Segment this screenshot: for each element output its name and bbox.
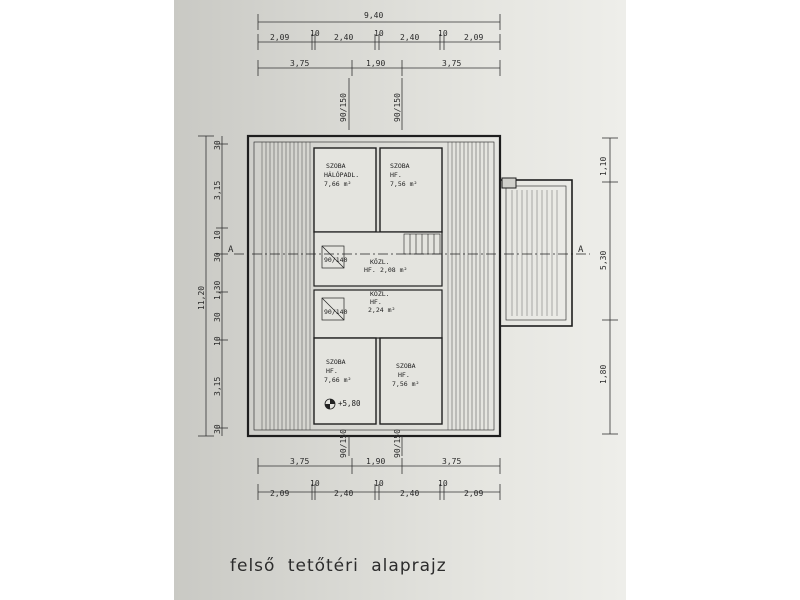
room-sub: HF. bbox=[398, 371, 410, 379]
ceiling-hatches bbox=[321, 245, 345, 321]
room-sub: HF. bbox=[390, 171, 402, 179]
room-area: 7,66 m² bbox=[324, 180, 351, 188]
left-margin bbox=[0, 0, 174, 600]
dim-top-segments: 2,09 10 2,40 10 2,40 10 2,09 bbox=[270, 29, 483, 42]
dim-bottom-main-seg: 3,75 bbox=[290, 457, 309, 466]
room-name: SZOBA bbox=[326, 162, 346, 170]
dim-bottom-seg: 10 bbox=[310, 479, 320, 488]
dim-right-seg: 1,10 bbox=[599, 157, 608, 176]
room-area: 2,24 m² bbox=[368, 306, 395, 314]
upper-hatch-label: 90/140 bbox=[324, 256, 348, 264]
section-marker-right: A bbox=[578, 245, 584, 255]
lower-hatch-label: 90/140 bbox=[324, 308, 348, 316]
dim-top-seg: 10 bbox=[438, 29, 448, 38]
left-dimension-chain bbox=[198, 135, 228, 437]
dim-bottom-seg: 2,09 bbox=[464, 489, 483, 498]
dim-left-seg: 3,15 bbox=[213, 377, 222, 396]
roof-hatching-right bbox=[447, 142, 489, 430]
dim-left-seg: 30 bbox=[213, 424, 222, 434]
dim-left-segments: 30 3,15 10 30 1,30 30 10 3,15 30 bbox=[213, 140, 222, 434]
dim-top-seg: 2,09 bbox=[270, 33, 289, 42]
room-name: KÖZL. bbox=[370, 289, 390, 298]
dim-top-main: 3,75 1,90 3,75 bbox=[290, 59, 461, 68]
interior-walls bbox=[313, 147, 517, 425]
dim-top-main-seg: 1,90 bbox=[366, 59, 385, 68]
dim-right-seg: 1,80 bbox=[599, 365, 608, 384]
drawing-caption: felső tetőtéri alaprajz bbox=[230, 556, 447, 576]
dim-bottom-seg: 2,09 bbox=[270, 489, 289, 498]
room-area: 2,08 m² bbox=[380, 266, 407, 274]
level-marker: +5,80 bbox=[324, 398, 361, 410]
roof-hatching-dormer bbox=[511, 190, 558, 316]
top-dimension-chain bbox=[257, 14, 501, 130]
dim-bottom-seg: 2,40 bbox=[400, 489, 419, 498]
room-name: SZOBA bbox=[326, 358, 346, 366]
room-area: 7,56 m² bbox=[392, 380, 419, 388]
paper-sheet: 9,40 2,09 10 2,40 10 2,40 10 2,09 3,75 1… bbox=[174, 0, 626, 600]
dim-left-seg: 3,15 bbox=[213, 181, 222, 200]
room-sub: HF. bbox=[326, 367, 338, 375]
dim-bottom-segments: 2,09 10 2,40 10 2,40 10 2,09 bbox=[270, 479, 483, 498]
roof-hatching-left bbox=[261, 142, 311, 430]
dim-bottom-main: 3,75 1,90 3,75 bbox=[290, 457, 461, 466]
room-name: KÖZL. bbox=[370, 257, 390, 266]
dim-top-opening: 90/150 bbox=[339, 93, 348, 122]
room-name: SZOBA bbox=[390, 162, 410, 170]
dim-top-seg: 2,09 bbox=[464, 33, 483, 42]
building-walls bbox=[246, 134, 573, 438]
dim-left-seg: 1,30 bbox=[213, 281, 222, 300]
room-sub: HF. bbox=[364, 266, 376, 274]
bottom-dimension-chain bbox=[257, 436, 501, 500]
dim-bottom-seg: 2,40 bbox=[334, 489, 353, 498]
room-area: 7,66 m² bbox=[324, 376, 351, 384]
right-margin bbox=[626, 0, 800, 600]
room-labels: SZOBA HÁLÓPADL. 7,66 m² SZOBA HF. 7,56 m… bbox=[324, 162, 419, 388]
dim-bottom-seg: 10 bbox=[438, 479, 448, 488]
dim-left-seg: 10 bbox=[213, 336, 222, 346]
dim-bottom-main-seg: 1,90 bbox=[366, 457, 385, 466]
room-name: SZOBA bbox=[396, 362, 416, 370]
level-text: +5,80 bbox=[338, 399, 361, 408]
dim-top-main-seg: 3,75 bbox=[442, 59, 461, 68]
dim-top-seg: 2,40 bbox=[334, 33, 353, 42]
dim-top-seg: 2,40 bbox=[400, 33, 419, 42]
section-marker-left: A bbox=[228, 245, 234, 255]
dim-bottom-seg: 10 bbox=[374, 479, 384, 488]
dim-left-seg: 30 bbox=[213, 312, 222, 322]
right-dimension-chain bbox=[602, 137, 618, 435]
dim-left-seg: 10 bbox=[213, 230, 222, 240]
dim-top-main-seg: 3,75 bbox=[290, 59, 309, 68]
floor-plan-drawing: 9,40 2,09 10 2,40 10 2,40 10 2,09 3,75 1… bbox=[197, 11, 618, 500]
dim-left-seg: 30 bbox=[213, 140, 222, 150]
dim-top-seg: 10 bbox=[374, 29, 384, 38]
dim-bottom-main-seg: 3,75 bbox=[442, 457, 461, 466]
dim-bottom-opening: 90/150 bbox=[393, 429, 402, 458]
room-area: 7,56 m² bbox=[390, 180, 417, 188]
dim-top-seg: 10 bbox=[310, 29, 320, 38]
dim-right-seg: 5,30 bbox=[599, 251, 608, 270]
dim-left-seg: 30 bbox=[213, 252, 222, 262]
dim-top-opening: 90/150 bbox=[393, 93, 402, 122]
room-sub: HÁLÓPADL. bbox=[324, 170, 359, 179]
room-sub: HF. bbox=[370, 298, 382, 306]
dim-left-total: 11,20 bbox=[197, 286, 206, 310]
dim-top-total: 9,40 bbox=[364, 11, 383, 20]
dim-bottom-opening: 90/150 bbox=[339, 429, 348, 458]
